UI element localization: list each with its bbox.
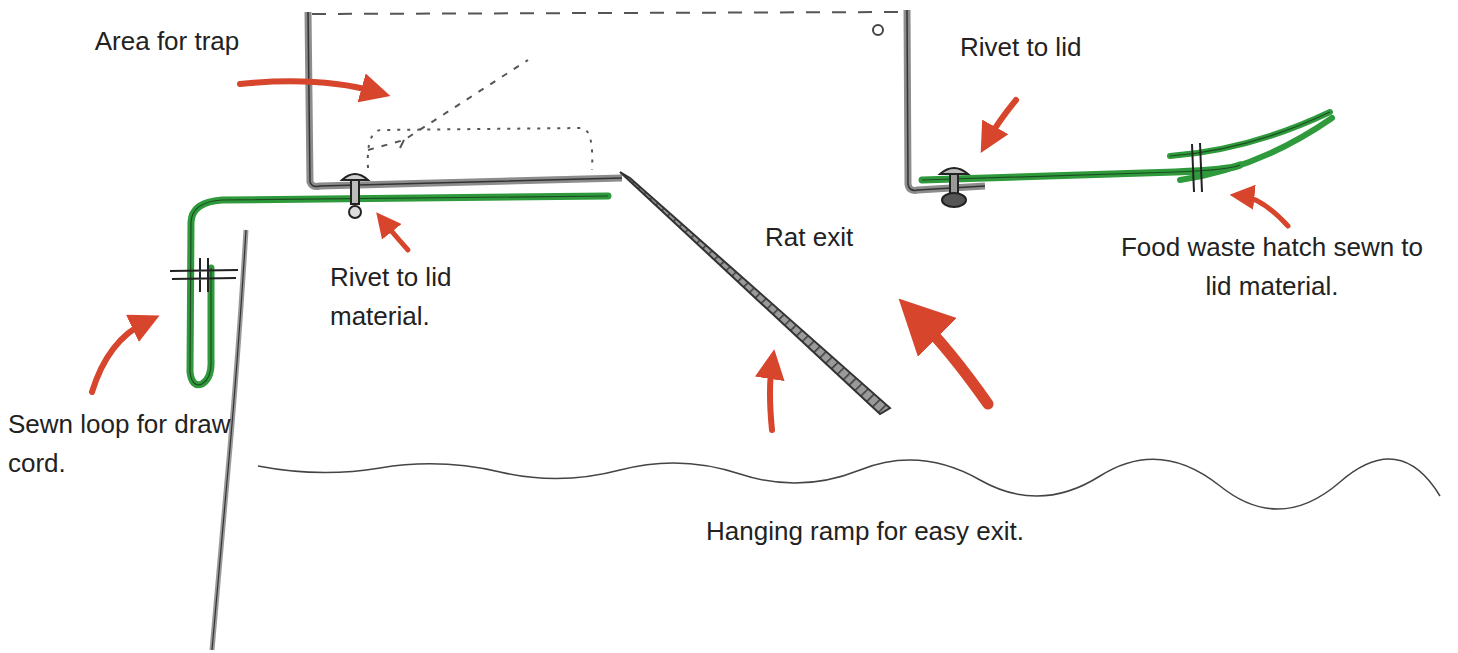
callout-arrow [988, 100, 1016, 140]
left-frame [308, 12, 622, 187]
food-hatch-edge [922, 112, 1330, 180]
callout-arrow [770, 364, 772, 430]
callout-arrow [240, 81, 376, 92]
stitch [170, 258, 238, 292]
bin-wall-edge [212, 230, 246, 650]
callout-arrow [918, 318, 988, 404]
annotation-label: Rivet to lid material. [330, 258, 530, 336]
lid-material-left [190, 196, 608, 385]
rivet-right [940, 168, 968, 207]
annotation-label: Hanging ramp for easy exit. [680, 512, 1050, 551]
rivet-left [342, 174, 368, 218]
lid-material-left-edge [190, 196, 608, 385]
stitch [1192, 143, 1202, 192]
annotation-label: Area for trap [92, 22, 242, 61]
trap-outline [368, 60, 528, 150]
left-frame-edge [308, 12, 622, 187]
hinge-circle [873, 25, 883, 35]
annotation-label: Rat exit [765, 218, 875, 257]
trap-outline [368, 128, 593, 170]
annotation-label: Rivet to lid [960, 28, 1200, 67]
callout-arrow [384, 222, 408, 250]
callout-arrows [92, 81, 1288, 430]
waste-level [258, 459, 1440, 509]
annotation-label: Food waste hatch sewn to lid material. [1112, 228, 1432, 306]
annotation-label: Sewn loop for draw cord. [8, 405, 288, 483]
bin-wall [212, 230, 246, 650]
trap-outline [400, 140, 404, 148]
callout-arrow [1242, 196, 1288, 226]
hanging-ramp [620, 172, 890, 414]
callout-arrow [92, 322, 146, 392]
lid-top-dashed [312, 12, 905, 14]
